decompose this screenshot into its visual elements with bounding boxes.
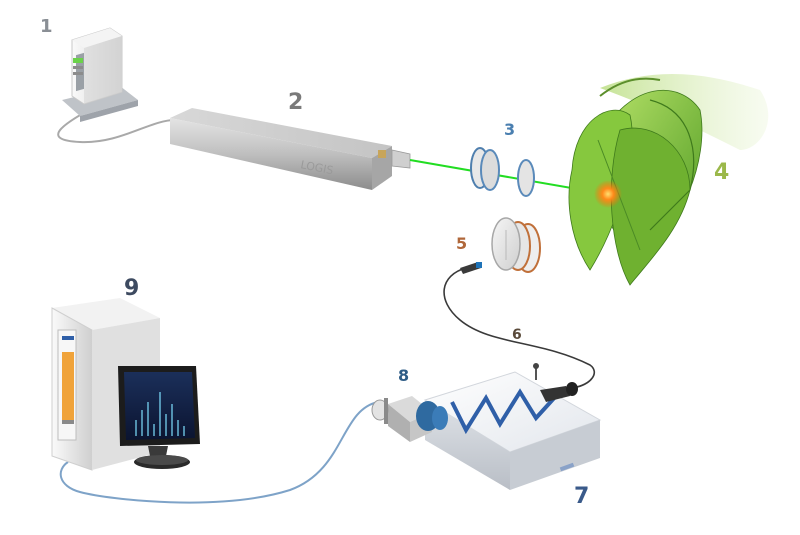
ccd-detector — [371, 396, 448, 442]
spectrum-display — [135, 392, 185, 436]
label-6: 6 — [512, 327, 522, 343]
label-5: 5 — [456, 234, 468, 253]
spectrograph — [423, 363, 602, 490]
label-3: 3 — [504, 120, 516, 139]
focusing-lenses — [470, 147, 535, 197]
optical-fiber — [443, 267, 596, 389]
spectrograph-logo — [450, 388, 558, 435]
label-9: 9 — [124, 276, 140, 301]
laser-source: LOGIS — [170, 108, 411, 190]
collection-lens-assembly — [491, 217, 541, 273]
label-2: 2 — [288, 90, 304, 115]
cable-pc-to-laser — [57, 103, 176, 144]
control-pc — [62, 27, 138, 122]
monitor — [118, 366, 200, 469]
cable-detector-to-computer — [59, 401, 379, 504]
label-4: 4 — [714, 160, 730, 185]
label-7: 7 — [574, 484, 590, 509]
laser-brand-text: LOGIS — [299, 158, 334, 177]
fiber-input-connector — [460, 262, 482, 274]
laser-excitation-spot — [594, 180, 622, 208]
plant-sample-leaves — [568, 73, 769, 286]
label-8: 8 — [398, 366, 410, 385]
label-1: 1 — [40, 16, 53, 37]
